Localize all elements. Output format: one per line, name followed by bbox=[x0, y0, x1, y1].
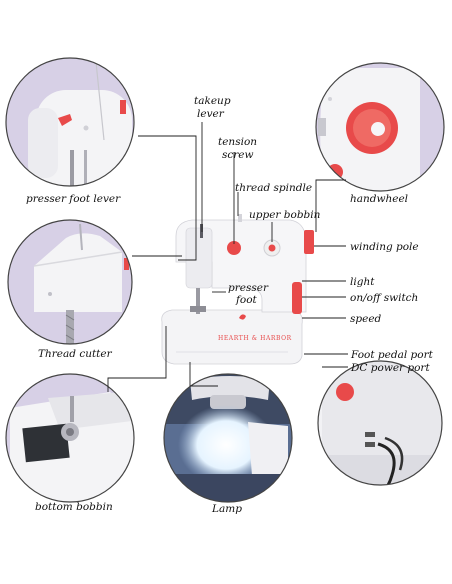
label-winding-pole: winding pole bbox=[350, 241, 419, 253]
label-tension-screw-2: screw bbox=[222, 149, 254, 161]
brand-text: HEARTH & HARBOR bbox=[218, 335, 292, 342]
label-handwheel: handwheel bbox=[350, 193, 408, 205]
label-foot-pedal-port: Foot pedal port bbox=[350, 349, 434, 361]
sewing-machine bbox=[161, 214, 314, 365]
label-light: light bbox=[350, 276, 375, 288]
label-dc-power-port: DC power port bbox=[350, 362, 430, 374]
lamp-detail bbox=[163, 373, 293, 503]
label-takeup-lever-2: lever bbox=[197, 108, 225, 120]
label-upper-bobbin: upper bobbin bbox=[249, 209, 321, 221]
presser-foot-lever-detail bbox=[5, 57, 135, 187]
label-lamp: Lamp bbox=[211, 503, 242, 515]
label-bottom-bobbin: bottom bobbin bbox=[35, 501, 113, 513]
label-takeup-lever-1: takeup bbox=[194, 95, 231, 107]
label-tension-screw-1: tension bbox=[218, 136, 257, 148]
handwheel-detail bbox=[315, 62, 445, 192]
label-thread-spindle: thread spindle bbox=[235, 182, 312, 194]
thread-cutter-detail bbox=[7, 219, 133, 345]
power-port-detail bbox=[317, 360, 443, 486]
bottom-bobbin-detail bbox=[5, 373, 135, 503]
label-presser-foot-1: presser bbox=[228, 282, 269, 294]
label-presser-foot-2: foot bbox=[235, 294, 258, 306]
label-speed: speed bbox=[350, 313, 382, 325]
label-presser-foot-lever: presser foot lever bbox=[26, 193, 121, 205]
leader-lines bbox=[107, 122, 348, 392]
label-on-off-switch: on/off switch bbox=[350, 292, 418, 304]
label-thread-cutter: Thread cutter bbox=[38, 348, 113, 360]
